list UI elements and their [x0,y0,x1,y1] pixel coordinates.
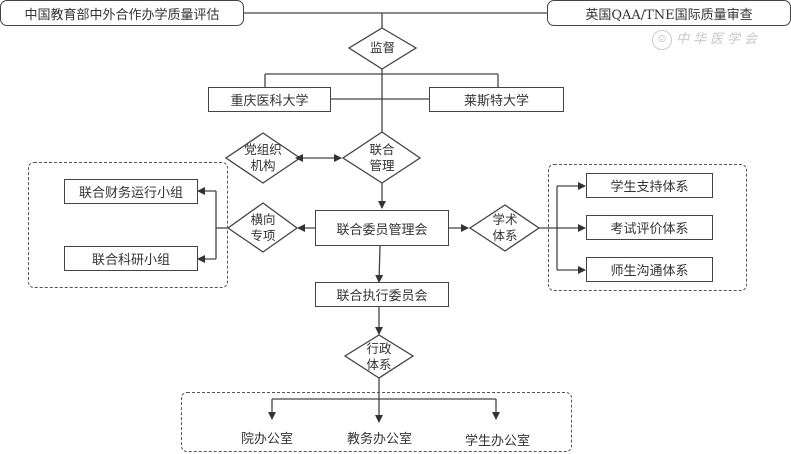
student-support-box[interactable]: 学生支持体系 [586,173,713,198]
qaa-review-box[interactable]: 英国QAA/TNE国际质量审查 [547,0,791,26]
exam-evaluation-box[interactable]: 考试评价体系 [586,215,713,240]
student-office[interactable]: 学生办公室 [465,434,531,449]
administrative-diamond[interactable]: 行政体系 [352,341,406,373]
joint-management-label: 联合管理 [369,142,395,173]
academic-affairs-office[interactable]: 教务办公室 [347,432,413,447]
society-emblem-icon: ☺ [652,29,672,50]
supervision-diamond[interactable]: 监督 [369,40,395,55]
watermark-text: 中华医学会 [676,32,762,47]
horizontal-diamond[interactable]: 横向专项 [238,212,288,244]
party-org-label: 党组织机构 [244,142,282,173]
joint-management-diamond[interactable]: 联合管理 [352,142,412,174]
dean-office[interactable]: 院办公室 [241,432,294,447]
horizontal-group-frame [28,162,228,288]
academic-diamond[interactable]: 学术体系 [480,212,530,244]
moe-evaluation-label: 中国教育部中外合作办学质量评估 [24,7,220,23]
qaa-review-label: 英国QAA/TNE国际质量审查 [585,7,753,23]
party-org-diamond[interactable]: 党组织机构 [236,142,290,174]
teacher-student-communication-box[interactable]: 师生沟通体系 [586,257,713,282]
administrative-label: 行政体系 [366,341,392,372]
university-leicester[interactable]: 莱斯特大学 [429,87,564,112]
administrative-group-frame [181,392,572,452]
watermark: ☺ 中华医学会 [652,28,761,50]
moe-evaluation-box[interactable]: 中国教育部中外合作办学质量评估 [0,0,244,26]
academic-group-frame [548,164,747,291]
executive-committee-box[interactable]: 联合执行委员会 [315,282,449,307]
university-chongqing[interactable]: 重庆医科大学 [208,87,331,112]
finance-group-box[interactable]: 联合财务运行小组 [64,179,198,204]
horizontal-label: 横向专项 [250,212,276,243]
joint-committee-box[interactable]: 联合委员管理会 [315,210,449,246]
research-group-box[interactable]: 联合科研小组 [64,246,198,271]
academic-label: 学术体系 [492,212,518,243]
